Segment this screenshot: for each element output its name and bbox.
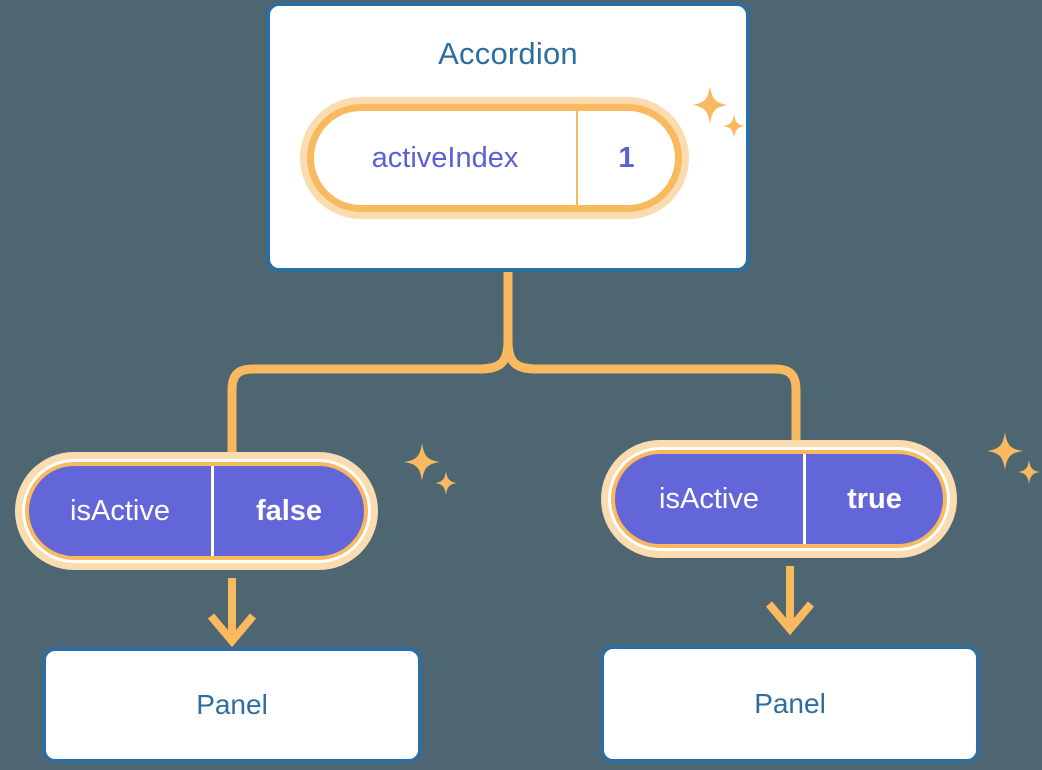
pill-key-label: activeIndex (371, 141, 519, 174)
panel-card-right[interactable]: Panel (600, 645, 980, 763)
pill-key-label: isActive (70, 494, 170, 527)
sparkle-small-icon (1018, 460, 1040, 484)
pill-body: isActive false (22, 459, 371, 563)
panel-card-title: Panel (196, 689, 268, 720)
sparkle-small-icon (435, 471, 457, 495)
state-pill-is-active-true[interactable]: isActive true (608, 447, 950, 551)
pill-body: isActive true (608, 447, 950, 551)
pill-value-label: 1 (576, 111, 675, 205)
pill-value-label: true (803, 454, 943, 544)
state-pill-active-index[interactable]: activeIndex 1 (307, 104, 682, 212)
sparkle-group-left (404, 443, 457, 495)
panel-card-left[interactable]: Panel (42, 647, 422, 763)
accordion-card-title: Accordion (438, 36, 578, 71)
sparkle-group-right (987, 432, 1040, 484)
arrow-down-icon-left (207, 578, 257, 648)
pill-body: activeIndex 1 (307, 104, 682, 212)
connector-branch-left (227, 340, 513, 459)
panel-card-title: Panel (754, 688, 826, 719)
arrow-down-icon-right (765, 566, 815, 636)
state-pill-is-active-false[interactable]: isActive false (22, 459, 371, 563)
pill-value-label: false (211, 466, 364, 556)
connector-branch-right (503, 340, 801, 450)
pill-key-label: isActive (659, 482, 759, 515)
sparkle-icon (404, 443, 440, 481)
sparkle-icon (987, 432, 1023, 470)
